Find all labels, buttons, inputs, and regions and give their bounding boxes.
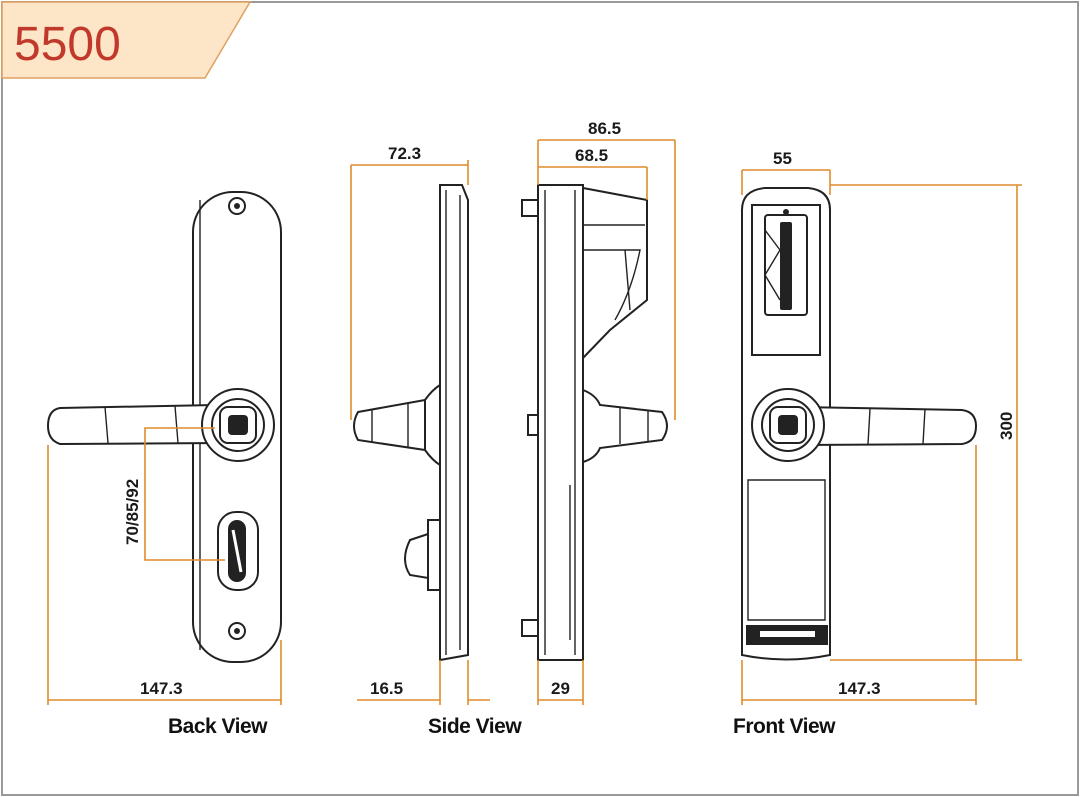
side-view-thickness-dim: 16.5: [370, 679, 403, 698]
back-view-dimensions: 70/85/92 147.3: [47, 427, 282, 705]
edge-view-dimensions: 86.5 68.5 29: [537, 119, 676, 705]
back-view-width-dim: 147.3: [140, 679, 183, 698]
model-number: 5500: [14, 18, 121, 71]
back-view-caption: Back View: [168, 715, 268, 738]
edge-view-drawing: [521, 184, 668, 661]
edge-view-total-dim: 86.5: [588, 119, 621, 138]
front-view-height-dim: 300: [997, 412, 1016, 440]
edge-view-depth-dim: 29: [551, 679, 570, 698]
back-view-drawing: [46, 191, 282, 663]
side-view-dimensions: 72.3 16.5: [350, 144, 490, 705]
front-view-drawing: [741, 187, 978, 661]
front-view-dimensions: 55 300 147.3: [741, 149, 1022, 705]
front-view-plate-width-dim: 55: [773, 149, 792, 168]
side-view-caption: Side View: [428, 715, 522, 738]
model-tab: 5500: [1, 1, 252, 79]
front-view-caption: Front View: [733, 715, 836, 738]
back-view-spacing-dim: 70/85/92: [123, 479, 142, 545]
side-view-projection-dim: 72.3: [388, 144, 421, 163]
side-view-drawing: [353, 184, 469, 662]
edge-view-body-dim: 68.5: [575, 146, 608, 165]
front-view-width-dim: 147.3: [838, 679, 881, 698]
